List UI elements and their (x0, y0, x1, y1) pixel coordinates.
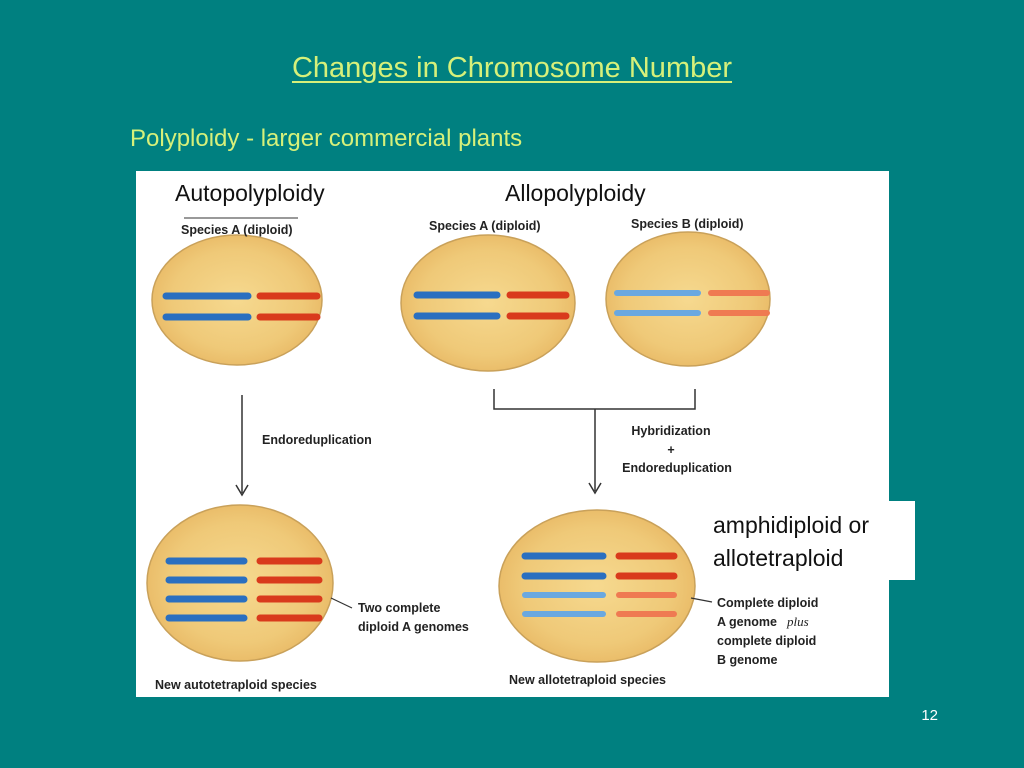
hybridization-label: Hybridization (631, 424, 710, 438)
callout-line-1: amphidiploid or (713, 512, 869, 538)
callout-box: amphidiploid or allotetraploid (707, 501, 915, 580)
leader-line (330, 597, 353, 609)
complete-diploid-b-label: complete diploid (717, 634, 816, 648)
polyploidy-figure: Species A (diploid) Species A (diploid) … (136, 171, 889, 697)
species-b-label: Species B (diploid) (631, 217, 744, 231)
cell-new-allotetraploid (498, 509, 696, 663)
diploid-a-genomes-label: diploid A genomes (358, 620, 469, 634)
hybridization-bracket (493, 389, 696, 410)
chromosomes (162, 290, 770, 622)
leader-line (690, 597, 713, 603)
plus-label: + (667, 443, 674, 457)
cell-species-b-allo (605, 231, 771, 367)
allopolyploidy-heading: Allopolyploidy (505, 180, 646, 207)
arrowhead-icon (235, 484, 249, 497)
two-complete-label: Two complete (358, 601, 440, 615)
slide-subtitle: Polyploidy - larger commercial plants (130, 125, 523, 152)
plus-italic-label: plus (786, 614, 809, 629)
species-a-label-left: Species A (diploid) (181, 223, 293, 237)
b-genome-label: B genome (717, 653, 777, 667)
complete-diploid-label: Complete diploid (717, 596, 818, 610)
callout-line-2: allotetraploid (713, 545, 844, 571)
page-number: 12 (921, 707, 938, 724)
polyploidy-diagram: Species A (diploid) Species A (diploid) … (146, 217, 818, 692)
autopolyploidy-heading: Autopolyploidy (175, 180, 325, 207)
arrowhead-icon (588, 482, 602, 495)
slide-title: Changes in Chromosome Number (291, 52, 733, 84)
new-allotetraploid-label: New allotetraploid species (509, 673, 666, 687)
new-autotetraploid-label: New autotetraploid species (155, 678, 317, 692)
endoreduplication-label: Endoreduplication (262, 433, 372, 447)
a-genome-label: A genome (717, 615, 777, 629)
endoreduplication-right-label: Endoreduplication (622, 461, 732, 475)
species-a-label-right: Species A (diploid) (429, 219, 541, 233)
cell-species-a-auto (151, 234, 323, 366)
cell-species-a-allo (400, 234, 576, 372)
